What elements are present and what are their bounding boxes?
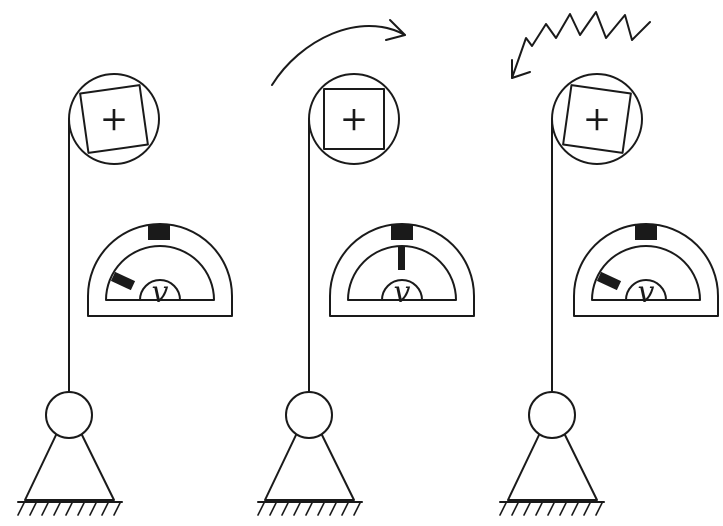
loop-symbol: + (100, 99, 129, 139)
voltmeter: v (329, 223, 475, 317)
pivot-circle (45, 391, 93, 439)
pivot-stand (17, 391, 123, 516)
meter-inner-arc (347, 245, 457, 301)
zigzag-arrow-head (511, 59, 531, 79)
loop-square (562, 84, 632, 154)
stand-triangle (264, 434, 355, 501)
meter-hub (381, 279, 423, 301)
zigzag-arrow-shaft (511, 11, 651, 79)
curved-arrow-icon (271, 19, 406, 86)
meter-top-mark (391, 224, 413, 240)
meter-label: v (638, 275, 655, 310)
meter-needle (398, 246, 405, 270)
panel-2: + v (257, 19, 475, 516)
panel-3: + v (499, 11, 719, 516)
loop-square (79, 84, 149, 154)
meter-label: v (394, 275, 411, 310)
pivot-stand (257, 391, 363, 516)
loop-symbol: + (583, 99, 612, 139)
loop-square (323, 88, 385, 150)
stand-triangle (24, 434, 115, 501)
pivot-circle (528, 391, 576, 439)
voltmeter: v (87, 223, 233, 317)
ground-hatch (17, 502, 121, 516)
meter-inner-arc (105, 245, 215, 301)
panel-1: + v (17, 73, 233, 516)
meter-needle (110, 271, 136, 291)
meter-label: v (152, 275, 169, 310)
stand-triangle (507, 434, 598, 501)
meter-hub (625, 279, 667, 301)
meter-top-mark (635, 224, 657, 240)
pivot-circle (285, 391, 333, 439)
pivot-stand (499, 391, 605, 516)
meter-needle (596, 271, 622, 291)
meter-hub (139, 279, 181, 301)
ground-hatch (257, 502, 361, 516)
loop-assembly: + (68, 73, 160, 165)
curved-arrow-head (385, 19, 406, 41)
loop-assembly: + (308, 73, 400, 165)
voltmeter: v (573, 223, 719, 317)
ground-hatch (499, 502, 603, 516)
meter-top-mark (148, 224, 170, 240)
zigzag-arrow-icon (511, 11, 651, 79)
curved-arrow-shaft (271, 25, 406, 86)
loop-symbol: + (340, 99, 369, 139)
loop-assembly: + (551, 73, 643, 165)
meter-inner-arc (591, 245, 701, 301)
